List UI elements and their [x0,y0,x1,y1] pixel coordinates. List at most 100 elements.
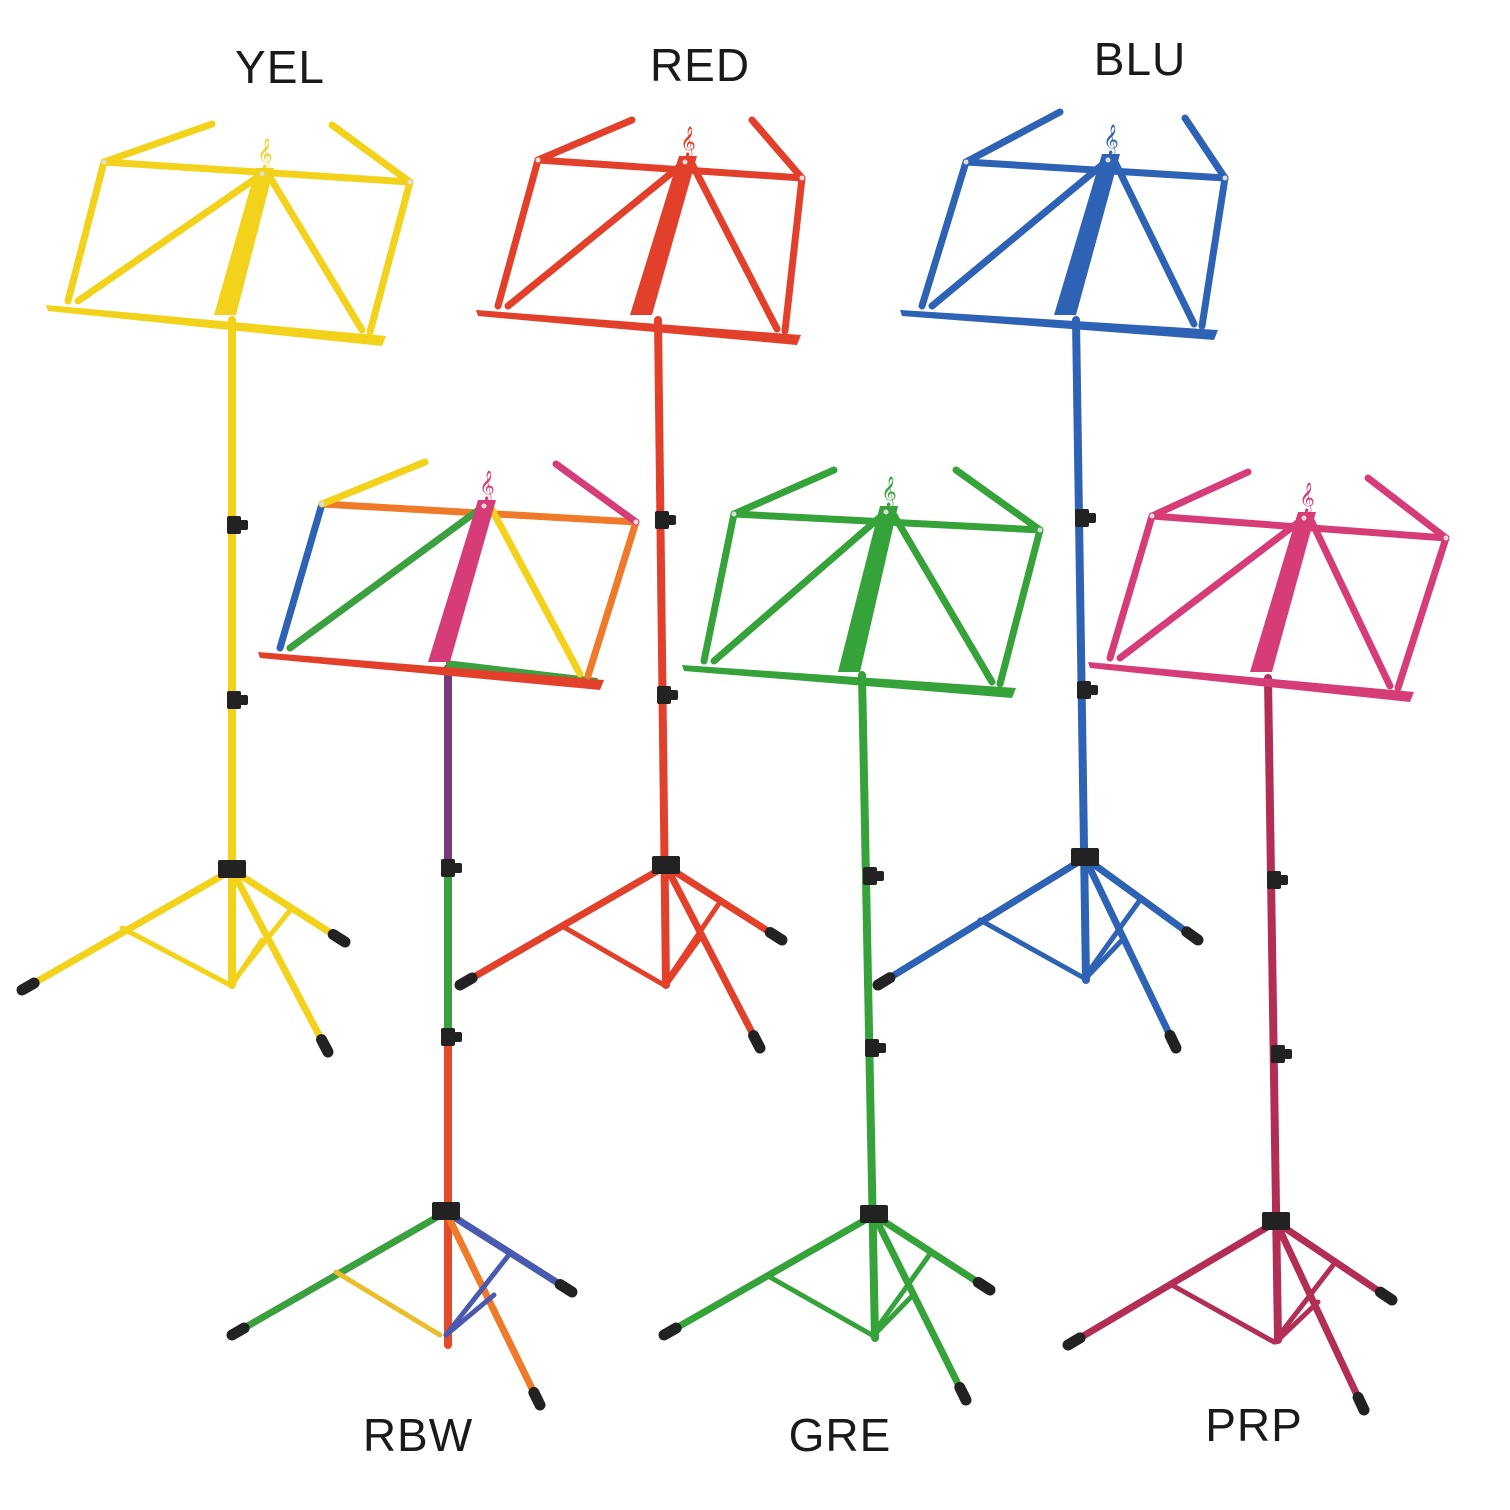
stand-gre: 𝄞 [658,466,1044,1406]
desk-brace-right [1110,156,1198,328]
knob-screw [1280,875,1288,885]
rivet [407,179,413,185]
clef-logo-icon: 𝄞 [1299,482,1314,514]
leg-foot-tip [16,977,40,996]
tripod-leg [870,1211,970,1404]
tripod-brace [1273,1299,1321,1345]
tripod-brace [443,1253,511,1338]
tripod-brace [1083,935,1127,981]
clamp-knob [441,1028,455,1046]
desk-brace-left [710,508,890,665]
desk-left-bar [64,158,108,305]
desk-shelf [476,310,801,345]
clef-logo-icon: 𝄞 [881,476,896,508]
leg-foot-tip [454,972,478,991]
tripod-hub-clamp [652,856,680,874]
desk-shelf [46,305,386,346]
clamp-knob [657,686,671,704]
clamp-knob [1267,871,1281,889]
tripod-brace [663,935,703,988]
leg-foot-tip [1181,926,1204,946]
tripod-brace [333,1269,443,1338]
stand-tube [1072,316,1090,984]
tripod-brace [229,937,265,988]
tripod-leg [442,1208,544,1409]
desk-extension-left [100,120,216,166]
desk-extension-left [730,466,838,518]
desk-extension-left [534,116,636,164]
tripod-brace [1167,1281,1277,1345]
clef-logo-icon: 𝄞 [1103,124,1118,156]
tripod-brace [1081,897,1143,981]
desk-right-bar [996,526,1044,688]
leg-foot-tip [528,1386,546,1411]
leg-foot-tip [327,928,351,948]
tripod-leg [662,862,764,1052]
tripod-brace [869,1251,933,1338]
clamp-knob [865,1039,879,1057]
desk-extension-right [748,116,806,182]
stand-tube [654,316,670,989]
desk-brace-right [687,158,781,333]
stand-rbw: 𝄞 [226,458,640,1411]
tripod-leg [228,866,349,946]
tripod-brace [871,1291,917,1338]
tripod-hub-clamp [860,1205,888,1223]
desk-brace-left [504,158,689,310]
rivet [731,511,737,517]
desk-right-bar [366,178,414,336]
desk-extension-right [552,460,640,526]
clamp-knob [441,859,455,877]
desk-brace-right [486,502,584,678]
tripod-hub-clamp [1262,1212,1290,1230]
label-yel: YEL [235,41,325,93]
clamp-knob [227,691,241,709]
knob-screw [668,515,676,525]
knob-screw [454,1032,462,1042]
desk-extension-right [1364,474,1450,542]
desk-right-bar [1394,534,1450,692]
leg-foot-tip [658,1322,682,1341]
stand-tube [858,671,879,1342]
rivet [1443,535,1449,541]
leg-foot-tip [954,1381,972,1406]
tripod-brace [1271,1261,1337,1345]
leg-foot-tip [1374,1286,1398,1306]
desk-extension-left [1148,468,1252,520]
desk-shelf [900,310,1218,340]
rivet [481,503,487,509]
knob-screw [1088,513,1096,523]
desk-extension-left [318,458,429,508]
desk-left-bar [494,156,542,310]
label-red: RED [649,39,751,91]
rivet [1149,513,1155,519]
desk-right-bar [781,174,806,335]
clef-logo-icon: 𝄞 [257,138,272,170]
desk-spine [630,156,697,315]
tripod-hub-clamp [218,860,246,878]
clamp-knob [863,867,877,885]
desk-brace-left [74,170,266,305]
rivet [963,159,969,165]
tripod-leg [1272,1218,1368,1414]
label-blu: BLU [1093,33,1187,85]
desk-left-bar [276,500,326,652]
rivet [799,175,805,181]
clamp-knob [1077,681,1091,699]
desk-brace-left [1116,514,1308,662]
rivet [633,519,639,525]
desk-brace-left [286,502,488,652]
leg-foot-tip [972,1276,996,1296]
leg-foot-tip [315,1034,334,1058]
clamp-knob [1075,509,1089,527]
knob-screw [876,871,884,881]
desk-left-bar [700,510,738,665]
leg-foot-tip [872,972,896,991]
rivet [535,157,541,163]
clamp-knob [655,511,669,529]
tripod-leg [1272,1218,1396,1304]
desk-extension-right [952,466,1044,534]
rivet [1222,175,1228,181]
desk-shelf [258,652,604,690]
tripod-leg [442,1208,576,1296]
